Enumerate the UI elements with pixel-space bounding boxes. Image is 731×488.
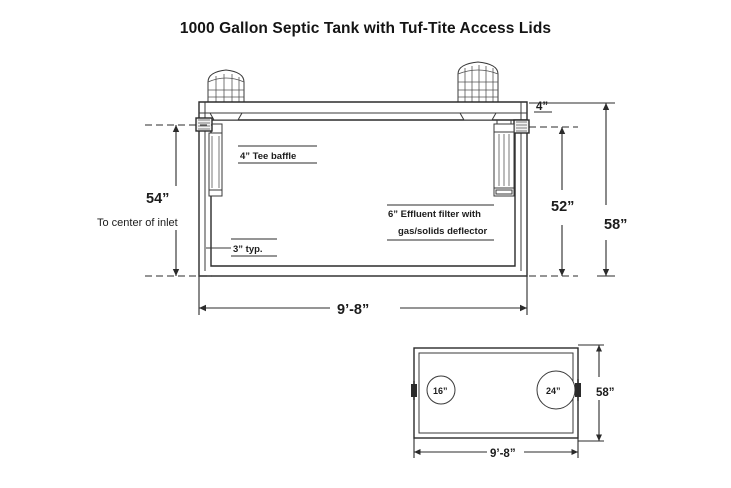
dimension-right-overall-height-value: 58” xyxy=(604,217,627,233)
dimension-right-inner-height-value: 52” xyxy=(551,199,574,215)
dimension-plan-depth: 58” xyxy=(578,344,615,442)
note-effluent-filter: 6” Effluent filter with gas/solids defle… xyxy=(387,204,494,241)
dimension-elevation-width: 9’-8” xyxy=(198,276,528,318)
elevation-view: 4” Tee baffle 6” Effluent filter with ga… xyxy=(97,61,627,318)
plan-view: 16” 24” 58” xyxy=(411,344,615,460)
dimension-elevation-width-value: 9’-8” xyxy=(337,302,369,318)
dimension-right-inner-height: 52” xyxy=(529,126,578,277)
plan-opening-16: 16” xyxy=(411,375,456,405)
tuf-tite-access-lid-inlet xyxy=(207,69,245,114)
dimension-outlet-drop: 4” xyxy=(529,101,600,113)
plan-opening-24-label: 24” xyxy=(546,386,561,396)
note-wall-thickness-text: 3” typ. xyxy=(233,244,263,255)
note-effluent-filter-line2: gas/solids deflector xyxy=(398,226,488,237)
dimension-plan-width: 9’-8” xyxy=(413,438,579,460)
note-tee-baffle-text: 4” Tee baffle xyxy=(240,151,296,162)
dimension-left-height: 54” To center of inlet xyxy=(97,124,212,277)
dimension-right-overall-height: 58” xyxy=(597,102,627,277)
dimension-plan-depth-value: 58” xyxy=(596,387,615,399)
effluent-filter-assembly xyxy=(493,119,530,197)
plan-opening-16-label: 16” xyxy=(433,386,448,396)
tank-top-slab xyxy=(198,101,528,121)
note-wall-thickness: 3” typ. xyxy=(206,238,277,257)
note-tee-baffle: 4” Tee baffle xyxy=(238,145,317,164)
plan-opening-24: 24” xyxy=(536,370,581,410)
inlet-tee-baffle xyxy=(195,117,223,197)
dimension-left-height-note: To center of inlet xyxy=(97,217,178,229)
dimension-plan-width-value: 9’-8” xyxy=(490,448,516,460)
page-title: 1000 Gallon Septic Tank with Tuf-Tite Ac… xyxy=(179,20,552,37)
dimension-outlet-drop-value: 4” xyxy=(536,101,548,113)
note-effluent-filter-line1: 6” Effluent filter with xyxy=(388,209,481,220)
dimension-left-height-value: 54” xyxy=(146,191,169,207)
